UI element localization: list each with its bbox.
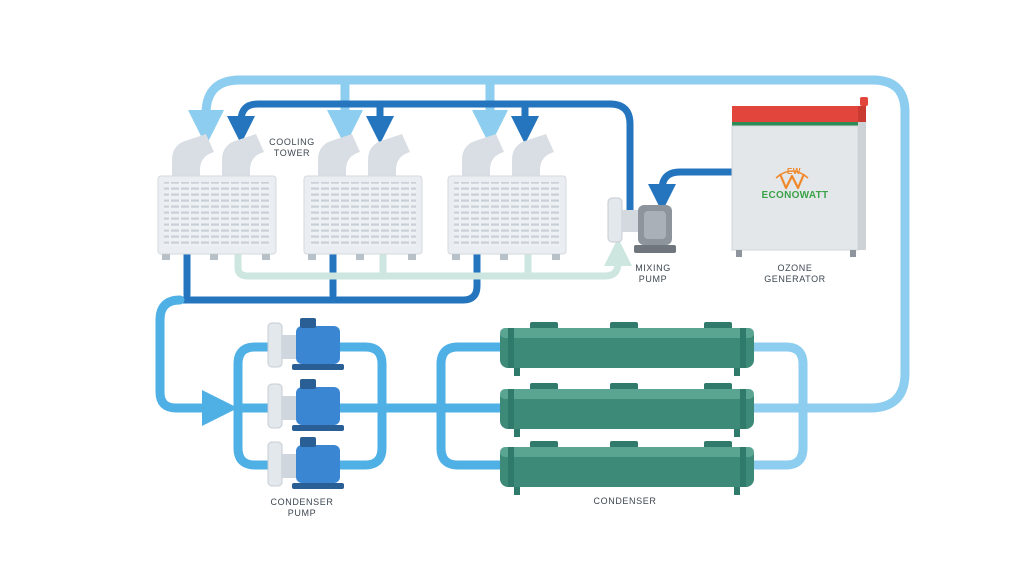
mixing-pump-label-line-1: MIXING [635, 263, 671, 273]
cooling-tower-label: COOLING TOWER [262, 137, 322, 159]
condenser-tank-icon [500, 322, 754, 495]
cooling-tower-unit-3 [447, 134, 567, 260]
condenser-pump-label: CONDENSER PUMP [262, 497, 342, 519]
mixing-pump-label-line-2: PUMP [638, 274, 668, 284]
cooling-tower-label-line-2: TOWER [273, 148, 311, 158]
cooling-tower-label-line-1: COOLING [269, 137, 315, 147]
condenser-pump-unit-2 [267, 379, 344, 431]
ozone-generator-label-line-1: OZONE [777, 263, 813, 273]
condenser-manifold-pipe [436, 342, 505, 470]
pump-feed-pipe [155, 295, 238, 426]
cooling-tower-unit-1 [157, 134, 277, 260]
mixing-return-pipe [234, 238, 632, 280]
cooling-tower-icon [157, 134, 567, 260]
supply-pipe-dark [227, 100, 736, 224]
mixing-pump-label: MIXING PUMP [622, 263, 684, 285]
mixing-pump-icon [607, 197, 676, 253]
condenser-label: CONDENSER [593, 496, 657, 506]
condenser-pump-unit-3 [267, 437, 344, 489]
ozone-generator-label-line-2: GENERATOR [764, 274, 826, 284]
pump-manifold-pipe [233, 342, 505, 470]
econowatt-brand-name: ECONOWATT [761, 190, 829, 201]
condenser-pump-icon [267, 318, 344, 489]
condenser-tank-1 [500, 322, 754, 376]
condenser-tank-2 [500, 383, 754, 437]
condenser-tank-3 [500, 441, 754, 495]
condenser-pump-unit-1 [267, 318, 344, 370]
condenser-pump-label-line-2: PUMP [287, 508, 317, 518]
econowatt-logo-letters: EW [786, 167, 802, 176]
ozone-generator-icon [731, 97, 868, 257]
cooling-tower-unit-2 [303, 134, 423, 260]
ozone-generator-label: OZONE GENERATOR [755, 263, 835, 285]
condenser-outlet-pipe [745, 342, 808, 470]
condenser-pump-label-line-1: CONDENSER [270, 497, 334, 507]
econowatt-logo-icon [775, 170, 809, 190]
